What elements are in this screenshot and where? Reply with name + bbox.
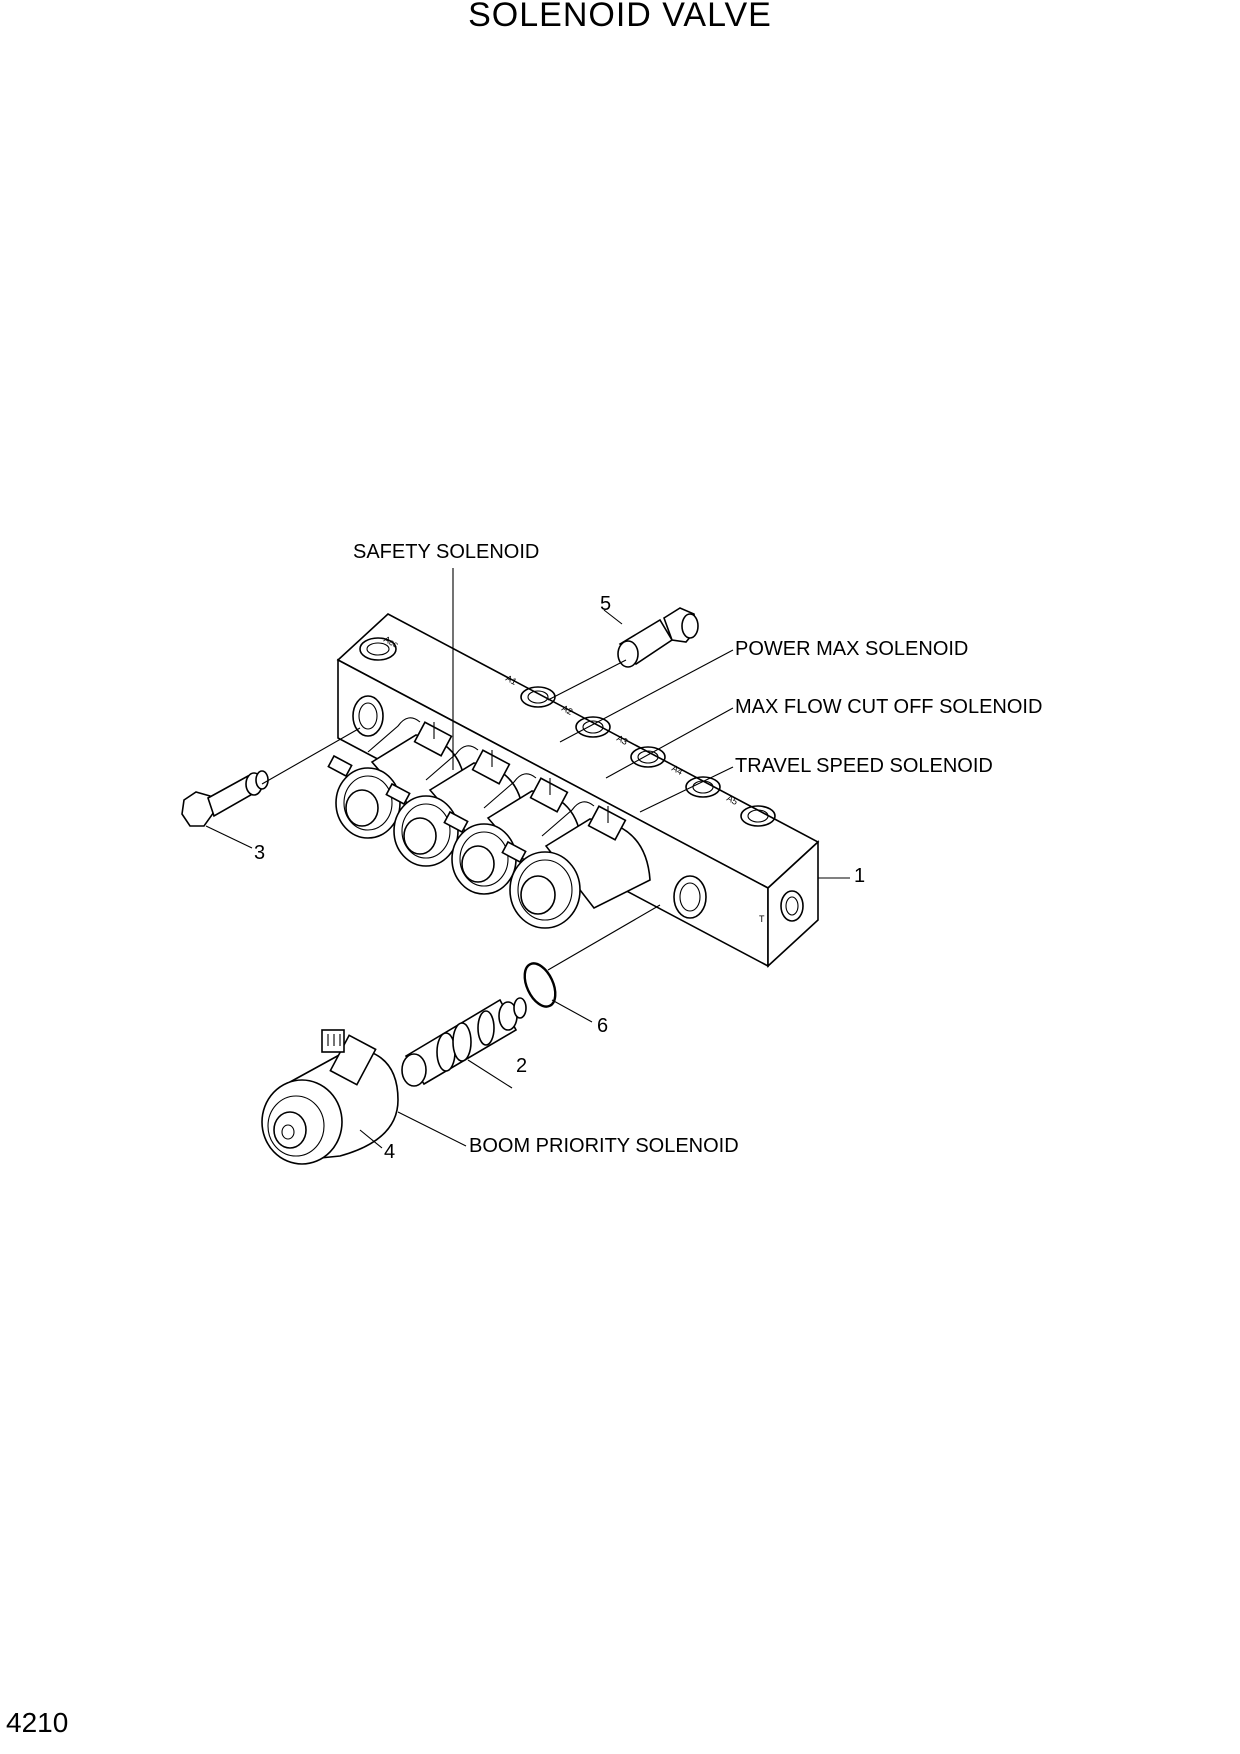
plug-bolt <box>181 770 269 827</box>
port-label-a5: A5 <box>725 793 739 807</box>
part-number-1: 1 <box>854 865 866 887</box>
callout-power-max-solenoid: POWER MAX SOLENOID <box>735 638 969 660</box>
callout-max-flow-cut-off-solenoid: MAX FLOW CUT OFF SOLENOID <box>735 696 1043 718</box>
page-number: 4210 <box>6 1707 69 1738</box>
fitting <box>617 607 699 668</box>
solenoid-unit-4 <box>501 801 651 929</box>
solenoid-bank <box>327 717 651 929</box>
callout-boom-priority-solenoid: BOOM PRIORITY SOLENOID <box>469 1135 739 1157</box>
part-number-4: 4 <box>384 1141 396 1163</box>
cartridge-spool <box>401 997 527 1087</box>
part-number-3: 3 <box>254 842 266 864</box>
part-number-5: 5 <box>600 593 612 615</box>
boom-priority-coil <box>261 1029 399 1165</box>
part-number-2: 2 <box>516 1055 528 1077</box>
port-label-a4: A4 <box>670 763 684 777</box>
port-label-a3: A3 <box>615 733 629 747</box>
callout-safety-solenoid: SAFETY SOLENOID <box>353 541 540 563</box>
callout-travel-speed-solenoid: TRAVEL SPEED SOLENOID <box>735 755 993 777</box>
leader-lines <box>205 568 850 1149</box>
part-number-6: 6 <box>597 1015 609 1037</box>
port-label-a1: A1 <box>504 673 518 687</box>
o-ring <box>523 962 557 1008</box>
top-ports <box>359 637 776 827</box>
page-title: SOLENOID VALVE <box>468 0 772 34</box>
port-label-a2: A2 <box>560 703 574 717</box>
port-label-t: T <box>759 914 765 924</box>
